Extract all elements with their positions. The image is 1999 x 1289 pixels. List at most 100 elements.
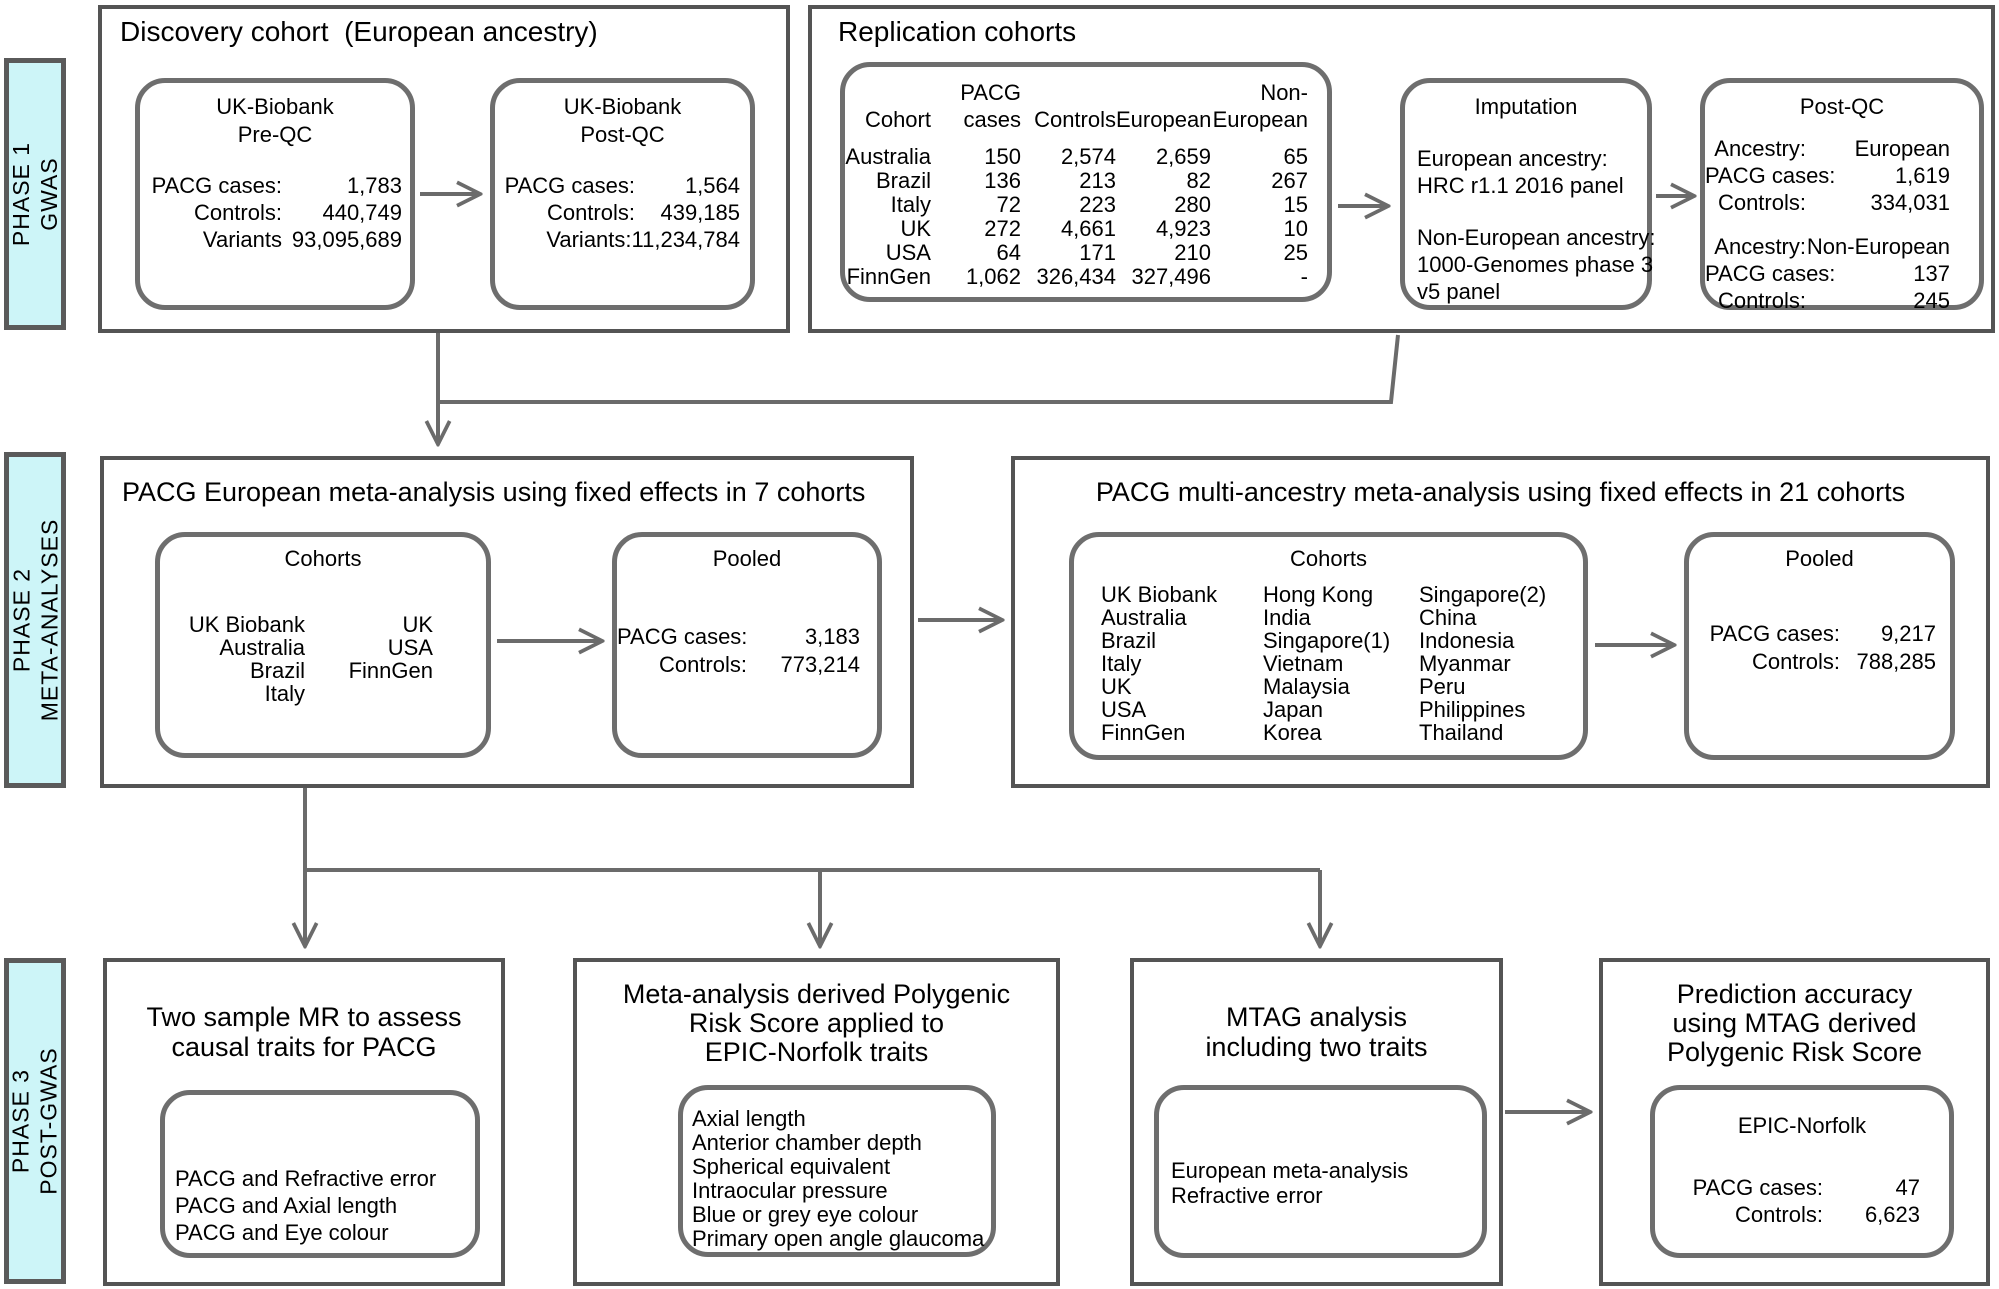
- list-item: Anterior chamber depth: [692, 1130, 922, 1155]
- stat-value: 773,214: [780, 652, 860, 677]
- cohort-item: India: [1263, 605, 1311, 630]
- stat-value: 47: [1895, 1175, 1920, 1200]
- stat-value: 788,285: [1856, 649, 1936, 674]
- stat-row: Controls: 788,285: [1689, 648, 1950, 676]
- preqc-title-line2: Pre-QC: [237, 122, 313, 147]
- cohort-item: Korea: [1263, 720, 1322, 745]
- postqc-european-stats: Ancestry:European PACG cases:1,619 Contr…: [1705, 135, 1979, 216]
- stat-label: PACG cases:: [617, 624, 748, 649]
- cohorts-title: Cohorts: [1289, 546, 1368, 571]
- cohort-item: Japan: [1263, 697, 1323, 722]
- pooled-title: Pooled: [712, 546, 782, 571]
- cohort-item: Italy: [264, 681, 305, 706]
- title-line: including two traits: [1205, 1032, 1428, 1062]
- list-item: Spherical equivalent: [692, 1154, 891, 1179]
- ukbiobank-postqc-box: UK-Biobank Post-QC PACG cases:1,564 Cont…: [490, 78, 755, 310]
- table-cell: 1,062: [965, 264, 1021, 289]
- replication-title: Replication cohorts: [838, 16, 1077, 47]
- table-cell: 267: [1271, 168, 1308, 193]
- multi-pooled-stats: PACG cases:9,217 Controls:788,285: [1689, 620, 1950, 676]
- stat-label: PACG cases:: [151, 173, 282, 198]
- table-body: Australia 150 2,574 2,659 65 Brazil 136 …: [845, 145, 1327, 289]
- list-item: Intraocular pressure: [692, 1178, 888, 1203]
- stat-label: Controls:: [546, 200, 635, 225]
- stat-row: Controls:439,185: [495, 199, 750, 226]
- title-line: Risk Score applied to: [688, 1008, 945, 1038]
- phase2-line2: META-ANALYSES: [36, 518, 62, 722]
- stat-label: Controls:: [1751, 649, 1840, 674]
- stat-row: Controls:6,623: [1655, 1201, 1949, 1228]
- table-cell: UK: [900, 216, 931, 241]
- postqc-box-title: UK-Biobank Post-QC: [495, 93, 750, 149]
- discovery-title: Discovery cohort (European ancestry): [120, 16, 598, 47]
- table-cell: 327,496: [1131, 264, 1211, 289]
- preqc-stats: PACG cases:1,783 Controls:440,749 Varian…: [140, 172, 410, 253]
- list-item: PACG and Refractive error: [175, 1166, 437, 1191]
- phase2-label-text: PHASE 2 META-ANALYSES: [7, 519, 63, 722]
- table-cell: 64: [996, 240, 1021, 265]
- list-item: European meta-analysis: [1171, 1158, 1409, 1183]
- stat-row: Controls:334,031: [1705, 189, 1979, 216]
- header-cell: Controls: [1034, 107, 1116, 132]
- stat-value: 245: [1913, 288, 1950, 313]
- multi-ancestry-title: PACG multi-ancestry meta-analysis using …: [1095, 477, 1906, 507]
- cohort-list-col1: UK Biobank Australia Brazil Italy: [165, 613, 305, 705]
- header-cell: [1021, 79, 1116, 106]
- imputation-line: Non-European ancestry:: [1417, 225, 1656, 250]
- header-cell: European: [1116, 107, 1212, 132]
- imputation-line: European ancestry:: [1417, 146, 1608, 171]
- replication-cohorts-table: PACG Non- Cohort cases Controls European…: [845, 67, 1327, 289]
- phase3-label-text: PHASE 3 POST-GWAS: [7, 1047, 63, 1194]
- stat-row: Controls: 773,214: [617, 651, 877, 679]
- stat-label: PACG cases:: [1692, 1175, 1823, 1200]
- table-cell: 65: [1283, 144, 1308, 169]
- cohort-item: Singapore(2): [1419, 582, 1547, 607]
- cohort-item: Brazil: [1101, 628, 1157, 653]
- cohort-item: Hong Kong: [1263, 582, 1374, 607]
- list-item: Blue or grey eye colour: [692, 1202, 919, 1227]
- title-line: EPIC-Norfolk traits: [704, 1037, 929, 1067]
- stat-value: 3,183: [804, 624, 860, 649]
- stat-row: Controls:440,749: [140, 199, 410, 226]
- stat-value: 93,095,689: [291, 227, 402, 252]
- stat-value: European: [1854, 136, 1950, 161]
- european-pooled-stats: PACG cases: 3,183 Controls: 773,214: [617, 623, 877, 679]
- table-cell: 213: [1079, 168, 1116, 193]
- stat-label: PACG cases:: [504, 173, 635, 198]
- cohort-item: Myanmar: [1419, 651, 1511, 676]
- stat-label: Controls:: [658, 652, 747, 677]
- replication-cohorts-table-box: [840, 62, 1332, 302]
- imputation-box: Imputation European ancestry: HRC r1.1 2…: [1400, 78, 1656, 310]
- phase3-line2: POST-GWAS: [36, 1047, 63, 1195]
- cohort-item: FinnGen: [348, 658, 433, 683]
- stat-row: PACG cases:1,564: [495, 172, 750, 199]
- replication-postqc-title: Post-QC: [1799, 94, 1885, 119]
- prediction-stats: PACG cases: 47 Controls:6,623: [1655, 1174, 1949, 1228]
- postqc-title-line2: Post-QC: [580, 122, 665, 147]
- stat-value: 1,619: [1894, 163, 1950, 188]
- table-cell: 210: [1174, 240, 1211, 265]
- table-cell: 2,659: [1155, 144, 1211, 169]
- table-cell: Australia: [845, 144, 931, 169]
- cohort-item: Thailand: [1419, 720, 1504, 745]
- table-cell: 280: [1174, 192, 1211, 217]
- postqc-noneuropean-stats: Ancestry:Non-European PACG cases:137 Con…: [1705, 233, 1979, 314]
- phase2-line1: PHASE 2: [8, 567, 34, 673]
- stat-value: 334,031: [1870, 190, 1950, 215]
- table-cell: 326,434: [1036, 264, 1116, 289]
- cohort-item: Malaysia: [1263, 674, 1350, 699]
- cohort-list-col3: Singapore(2) China Indonesia Myanmar Per…: [1419, 583, 1546, 744]
- mr-box-title: Two sample MR to assess causal traits fo…: [103, 1002, 505, 1062]
- imputation-line: 1000-Genomes phase 3: [1417, 252, 1654, 277]
- stat-label: Ancestry:: [1714, 136, 1806, 161]
- stat-row: PACG cases: 47: [1655, 1174, 1949, 1201]
- stat-label: Controls:: [1717, 288, 1806, 313]
- stat-row: Ancestry: European: [1705, 135, 1979, 162]
- phase1-label: PHASE 1 GWAS: [4, 58, 66, 330]
- european-cohorts-box: Cohorts UK Biobank Australia Brazil Ital…: [155, 532, 491, 758]
- table-cell: 15: [1283, 192, 1308, 217]
- cohort-item: Vietnam: [1263, 651, 1344, 676]
- table-cell: Italy: [890, 192, 931, 217]
- title-line: using MTAG derived: [1672, 1008, 1917, 1038]
